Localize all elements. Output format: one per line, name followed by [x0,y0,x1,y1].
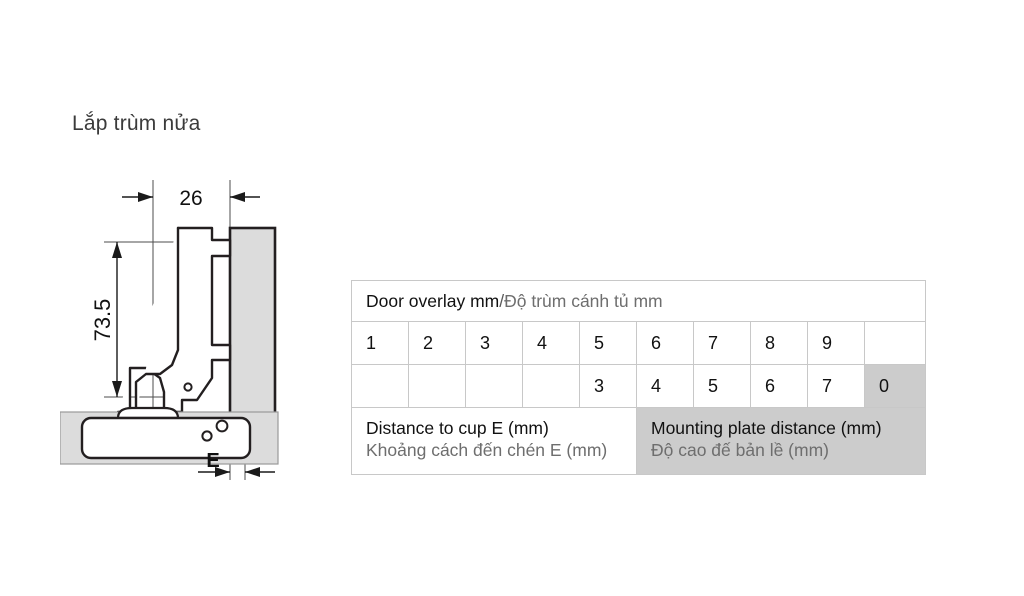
overlay-cell-5: 5 [579,321,637,365]
header-separator: / [499,290,505,311]
header-vietnamese: Độ trùm cánh tủ mm [504,290,663,311]
overlay-cell-8: 8 [750,321,808,365]
legend-mounting-vietnamese: Độ cao đế bản lề (mm) [651,440,829,461]
specification-table: Door overlay mm/Độ trùm cánh tủ mm 1 2 3… [350,280,927,475]
table-legend-row: Distance to cup E (mm) Khoảng cách đến c… [351,407,927,475]
door-panel [228,226,277,420]
distance-cell-3 [465,364,523,408]
distance-cell-6: 4 [636,364,694,408]
arrow-e-left [215,467,230,477]
distance-cell-4 [522,364,580,408]
arrow-26-left [138,192,153,202]
overlay-cell-1: 1 [351,321,409,365]
hinge-cup-screw-hole-left [201,430,213,442]
arrow-26-right [230,192,245,202]
overlay-cell-3: 3 [465,321,523,365]
overlay-cell-9: 9 [807,321,865,365]
legend-cell-distance-to-cup: Distance to cup E (mm) Khoảng cách đến c… [351,407,637,475]
legend-distance-vietnamese: Khoảng cách đến chén E (mm) [366,440,608,461]
technical-drawing: 26 73.5 [60,160,340,500]
hinge-arm-pivot-hole [183,382,193,392]
hinge-arm-inner-profile [134,226,180,414]
page-title: Lắp trùm nửa [72,112,201,135]
overlay-cell-7: 7 [693,321,751,365]
door-overlay-row: 1 2 3 4 5 6 7 8 9 [351,321,927,365]
table-header-cell: Door overlay mm/Độ trùm cánh tủ mm [350,280,927,322]
distance-cell-9: 7 [807,364,865,408]
distance-cell-5: 3 [579,364,637,408]
distance-cell-10: 0 [863,364,927,408]
dimension-26-label: 26 [179,187,202,210]
overlay-cell-10 [863,321,927,365]
dimension-e-label: E [206,450,219,472]
distance-cell-2 [408,364,466,408]
hinge-cup-screw-hole-right [215,419,229,433]
legend-mounting-english: Mounting plate distance (mm) [651,418,882,438]
overlay-cell-6: 6 [636,321,694,365]
dimension-735-label: 73.5 [90,299,115,342]
arrow-735-top [112,242,122,258]
header-english: Door overlay mm [366,290,500,311]
hinge-knuckle [116,406,180,420]
arrow-e-right [245,467,260,477]
distance-cell-7: 5 [693,364,751,408]
distance-cell-8: 6 [750,364,808,408]
table-header-row: Door overlay mm/Độ trùm cánh tủ mm [350,280,927,322]
hinge-cup [80,416,252,460]
overlay-cell-4: 4 [522,321,580,365]
legend-distance-english: Distance to cup E (mm) [366,418,549,438]
arrow-735-bottom [112,381,122,397]
distance-row: 3 4 5 6 7 0 [351,364,927,408]
legend-cell-mounting-plate: Mounting plate distance (mm) Độ cao đế b… [635,407,927,475]
overlay-cell-2: 2 [408,321,466,365]
distance-cell-1 [351,364,409,408]
